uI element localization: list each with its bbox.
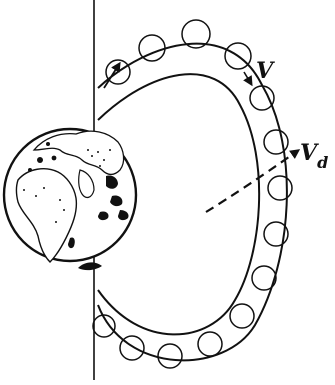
gyration-loop xyxy=(250,86,274,110)
gyration-loop xyxy=(230,304,254,328)
earth-globe-icon xyxy=(4,129,136,270)
gyration-loop xyxy=(158,344,182,368)
gyration-loop xyxy=(264,130,288,154)
drift-velocity-subscript: d xyxy=(317,153,328,172)
drift-velocity-label: Vd xyxy=(300,140,328,172)
gyration-loop xyxy=(120,336,144,360)
drift-arrow-icon xyxy=(206,152,296,212)
gyration-loop xyxy=(252,266,276,290)
gyration-loop xyxy=(139,35,165,61)
velocity-label: V xyxy=(256,58,275,84)
gyration-arrow-icon xyxy=(244,72,250,82)
gyration-loop xyxy=(198,332,222,356)
gyration-loop xyxy=(268,176,292,200)
